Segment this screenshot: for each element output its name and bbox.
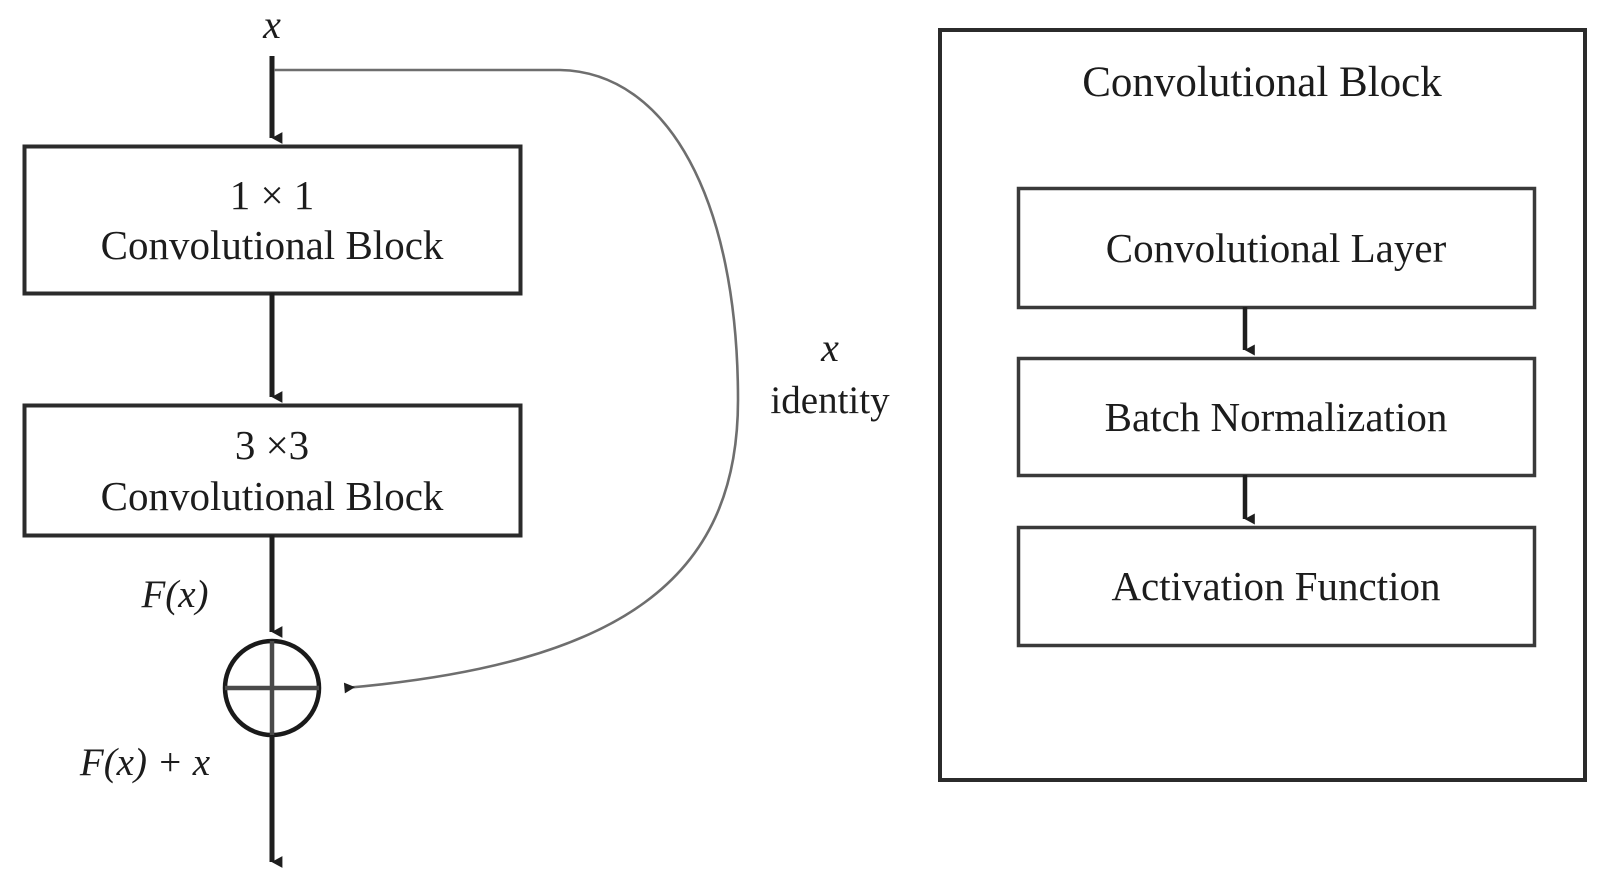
conv-block-detail-panel-title: Convolutional Block [1082,59,1442,106]
layer-box-conv-shape [1016,186,1537,310]
sum-operator-icon [222,638,322,738]
layer-label-activation-function: Activation Function [1111,563,1441,610]
layer-box-activation-shape [1016,525,1537,648]
conv-block-3x3-name: Convolutional Block [100,472,444,519]
layer-label-batch-normalization: Batch Normalization [1104,393,1448,440]
conv-block-3x3-label: 3 ×3 Convolutional Block [24,406,520,535]
conv-block-1x1-label: 1 × 1 Convolutional Block [24,147,520,293]
skip-identity-label: identity [770,379,890,422]
final-output-label: F(x) + x [79,741,211,784]
conv-block-3x3-dimension: 3 ×3 [234,422,310,469]
skip-variable-label: x [821,325,839,370]
layer-label-convolutional-layer: Convolutional Layer [1105,224,1447,271]
residual-output-label: F(x) [141,573,209,616]
layer-box-batchnorm-shape [1016,356,1537,478]
input-variable-label: x [263,2,281,47]
skip-connection-path [274,68,740,694]
conv-block-3x3-shape [22,403,523,538]
conv-block-1x1-dimension: 1 × 1 [229,171,315,218]
conv-block-1x1-name: Convolutional Block [100,222,444,268]
